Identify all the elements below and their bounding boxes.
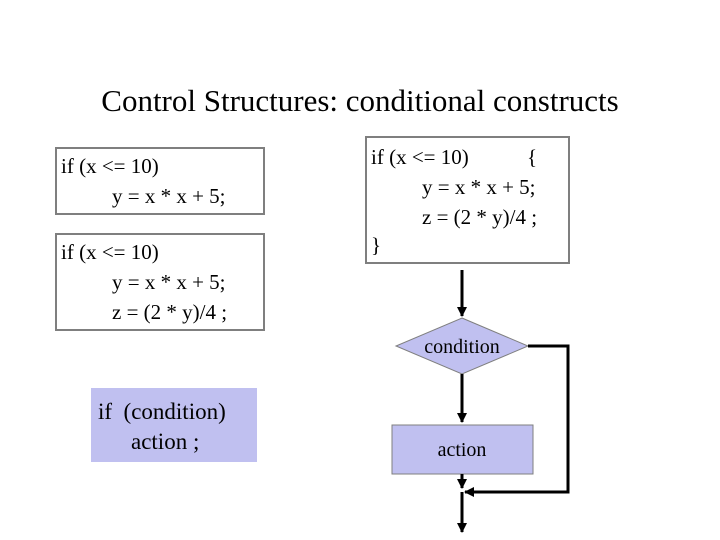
code-line: if (x <= 10) — [61, 240, 159, 264]
code-line: z = (2 * y)/4 ; — [112, 300, 228, 324]
code-line: z = (2 * y)/4 ; — [422, 205, 538, 229]
slide-title: Control Structures: conditional construc… — [101, 83, 619, 118]
code-line: y = x * x + 5; — [112, 184, 226, 208]
condition-label: condition — [424, 336, 500, 358]
code-box-if-single: if (x <= 10) y = x * x + 5; — [55, 147, 265, 215]
code-box-if-two-statements: if (x <= 10) y = x * x + 5; z = (2 * y)/… — [55, 233, 265, 331]
code-line: if (x <= 10) — [61, 154, 159, 178]
code-box-if-block: if (x <= 10) { y = x * x + 5; z = (2 * y… — [365, 136, 570, 264]
general-form-line: action ; — [131, 429, 200, 454]
open-brace: { — [527, 145, 538, 169]
close-brace: } — [371, 233, 382, 257]
general-form-line: if (condition) — [98, 399, 226, 424]
action-label: action — [438, 439, 487, 461]
code-line: if (x <= 10) — [371, 145, 469, 169]
code-line: y = x * x + 5; — [422, 175, 536, 199]
code-line: y = x * x + 5; — [112, 270, 226, 294]
flow-false-branch — [464, 344, 570, 497]
general-form-box: if (condition) action ; — [91, 388, 257, 462]
